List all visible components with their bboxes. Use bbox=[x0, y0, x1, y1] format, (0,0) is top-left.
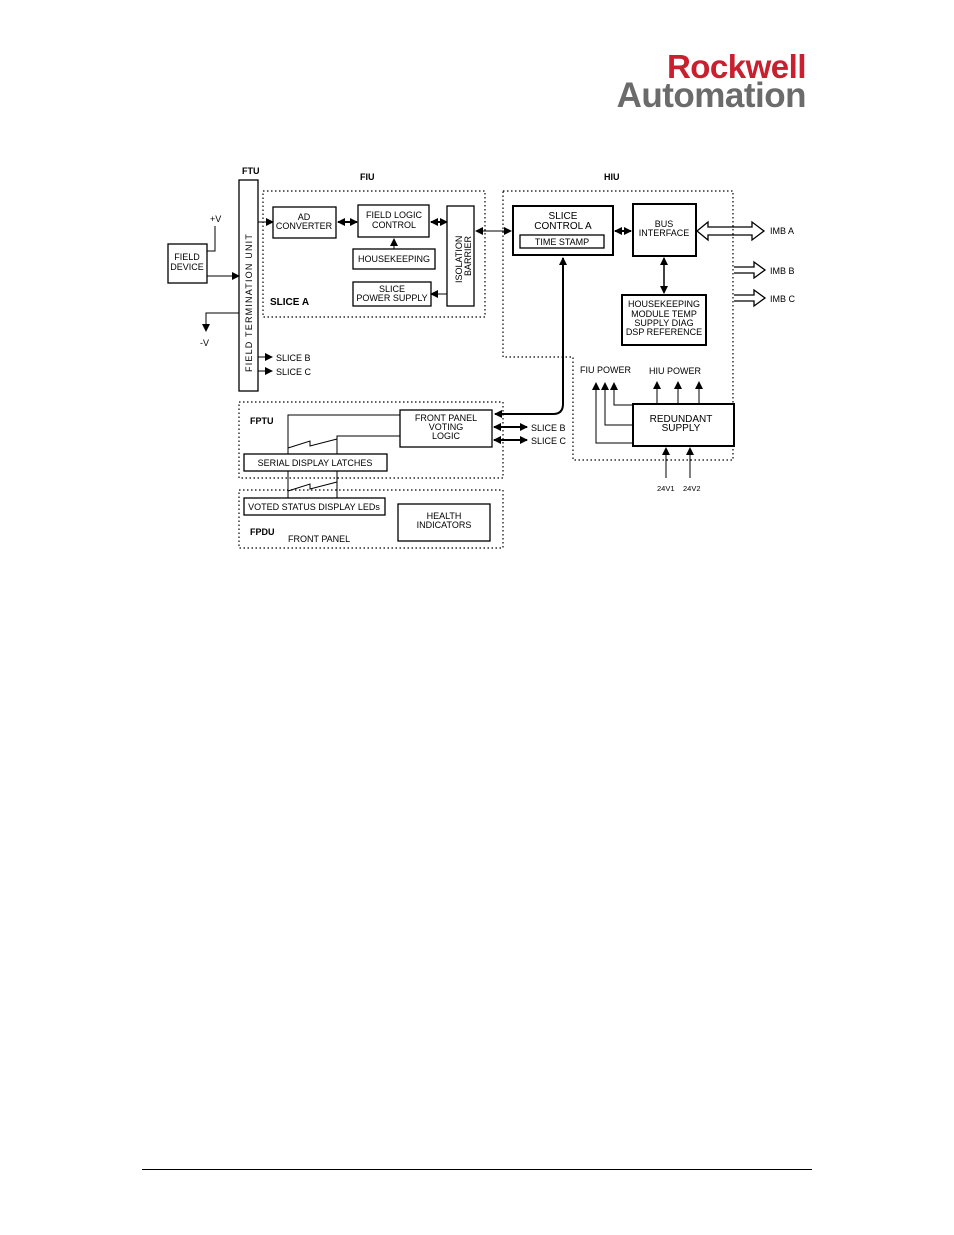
field-device-label-2: DEVICE bbox=[170, 262, 204, 272]
fp-slice-c-label: SLICE C bbox=[531, 436, 567, 446]
logo-line-2: Automation bbox=[616, 76, 807, 115]
voting-logic-label-1: FRONT PANEL bbox=[415, 413, 477, 423]
voted-status-leds-label: VOTED STATUS DISPLAY LEDs bbox=[248, 502, 380, 512]
voted-status-leds-box bbox=[243, 497, 386, 516]
voting-to-latches-line-2 bbox=[336, 435, 400, 454]
field-device-box bbox=[167, 243, 208, 284]
front-panel-voting-logic-box bbox=[399, 409, 493, 448]
slice-power-supply-label-2: POWER SUPPLY bbox=[356, 293, 427, 303]
field-termination-unit-label: FIELD TERMINATION UNIT bbox=[244, 233, 254, 372]
isolation-barrier-label-1: ISOLATION bbox=[454, 236, 464, 283]
redundant-supply-box bbox=[632, 403, 735, 447]
fiu-power-line-2 bbox=[601, 382, 633, 426]
bus-break-2 bbox=[287, 481, 338, 492]
slice-control-a-label-2: CONTROL A bbox=[534, 221, 592, 232]
24v2-label: 24V2 bbox=[683, 484, 701, 493]
imb-b-arrow bbox=[734, 260, 767, 280]
field-logic-control-label-1: FIELD LOGIC bbox=[366, 210, 423, 220]
rockwell-automation-logo: Rockwell Automation bbox=[560, 50, 820, 120]
field-logic-control-box bbox=[357, 204, 430, 238]
field-logic-control-label-2: CONTROL bbox=[372, 220, 416, 230]
health-indicators-box bbox=[397, 503, 491, 542]
ad-converter-box bbox=[272, 206, 337, 239]
time-stamp-label: TIME STAMP bbox=[535, 237, 589, 247]
housekeeping-box bbox=[352, 248, 436, 270]
bus-break-1 bbox=[287, 438, 338, 449]
ad-converter-label-1: AD bbox=[298, 212, 311, 222]
fp-slice-b-label: SLICE B bbox=[531, 423, 566, 433]
label-hiu: HIU bbox=[604, 172, 620, 182]
imb-c-label: IMB C bbox=[770, 294, 796, 304]
24v1-label: 24V1 bbox=[657, 484, 675, 493]
serial-display-latches-label: SERIAL DISPLAY LATCHES bbox=[258, 458, 373, 468]
housekeeping-module-label-1: HOUSEKEEPING bbox=[628, 299, 700, 309]
field-device-label-1: FIELD bbox=[174, 252, 200, 262]
slice-power-supply-box bbox=[352, 281, 432, 307]
housekeeping-label: HOUSEKEEPING bbox=[358, 254, 430, 264]
fiu-power-label: FIU POWER bbox=[580, 365, 631, 375]
slice-power-supply-label-1: SLICE bbox=[379, 284, 405, 294]
imb-c-arrow bbox=[734, 288, 767, 308]
housekeeping-module-box bbox=[621, 294, 707, 346]
label-fpdu: FPDU bbox=[250, 527, 275, 537]
serial-display-latches-box bbox=[243, 453, 388, 472]
fiu-region bbox=[262, 190, 486, 318]
isolation-barrier-label-2: BARRIER bbox=[463, 235, 473, 276]
label-fptu: FPTU bbox=[250, 416, 274, 426]
isolation-barrier-box bbox=[446, 205, 475, 307]
plus-v-line bbox=[207, 226, 216, 252]
ftu-slice-b-label: SLICE B bbox=[276, 353, 311, 363]
footer-rule bbox=[142, 1169, 812, 1170]
housekeeping-module-label-3: SUPPLY DIAG bbox=[634, 318, 693, 328]
label-fiu: FIU bbox=[360, 172, 375, 182]
ad-converter-label-2: CONVERTER bbox=[276, 221, 333, 231]
minus-v-line bbox=[202, 312, 239, 332]
slice-control-to-voting-logic bbox=[494, 257, 567, 418]
housekeeping-module-label-4: DSP REFERENCE bbox=[626, 327, 702, 337]
fiu-power-line-3 bbox=[610, 382, 633, 406]
housekeeping-module-label-2: MODULE TEMP bbox=[631, 309, 697, 319]
hiu-power-label: HIU POWER bbox=[649, 366, 702, 376]
label-ftu: FTU bbox=[242, 166, 260, 176]
imb-a-arrow bbox=[695, 220, 766, 242]
field-termination-unit bbox=[238, 179, 259, 392]
bus-interface-label-1: BUS bbox=[655, 219, 674, 229]
slice-a-label: SLICE A bbox=[270, 297, 309, 308]
fpdu-region bbox=[238, 489, 504, 549]
redundant-supply-label-1: REDUNDANT bbox=[650, 414, 713, 425]
bus-interface-box bbox=[632, 203, 697, 257]
ftu-slice-c-label: SLICE C bbox=[276, 367, 312, 377]
voting-to-latches-line-1 bbox=[287, 414, 400, 454]
plus-v-label: +V bbox=[210, 214, 221, 224]
health-indicators-label-1: HEALTH bbox=[427, 511, 462, 521]
health-indicators-label-2: INDICATORS bbox=[417, 520, 472, 530]
imb-b-label: IMB B bbox=[770, 266, 795, 276]
time-stamp-box bbox=[519, 234, 605, 249]
logo-line-1: Rockwell bbox=[666, 48, 807, 85]
imb-a-label: IMB A bbox=[770, 226, 794, 236]
fptu-region bbox=[238, 401, 504, 479]
minus-v-label: -V bbox=[200, 338, 209, 348]
bus-interface-label-2: INTERFACE bbox=[639, 228, 690, 238]
label-front-panel: FRONT PANEL bbox=[288, 534, 350, 544]
fiu-power-line-1 bbox=[592, 382, 633, 444]
slice-control-a-label-1: SLICE bbox=[549, 211, 578, 222]
redundant-supply-label-2: SUPPLY bbox=[662, 423, 701, 434]
voting-logic-label-3: LOGIC bbox=[432, 431, 461, 441]
voting-logic-label-2: VOTING bbox=[429, 422, 464, 432]
